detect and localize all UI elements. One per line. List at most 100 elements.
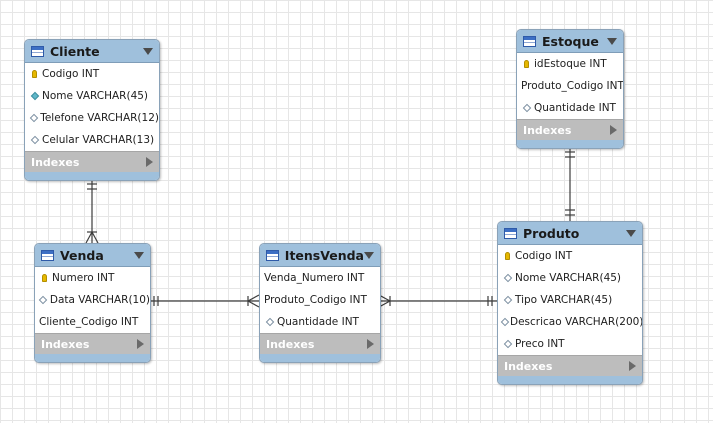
table-header[interactable]: Produto	[498, 222, 642, 245]
table-footer	[25, 172, 159, 180]
nullable-diamond-icon	[500, 317, 510, 327]
rel-itensvenda-produto[interactable]	[378, 294, 497, 308]
column-label: Data VARCHAR(10)	[49, 294, 150, 306]
expand-arrow-icon[interactable]	[610, 125, 617, 135]
collapse-arrow-icon[interactable]	[143, 47, 153, 55]
column-row[interactable]: Produto_Codigo INT	[517, 75, 623, 97]
table-venda[interactable]: Venda Numero INT Data VARCHAR(10) Client…	[34, 243, 151, 363]
collapse-arrow-icon[interactable]	[134, 251, 144, 259]
expand-arrow-icon[interactable]	[146, 157, 153, 167]
column-label: Tipo VARCHAR(45)	[515, 294, 613, 306]
table-title: Produto	[523, 225, 580, 241]
collapse-arrow-icon[interactable]	[626, 229, 636, 237]
column-label: Produto_Codigo INT	[521, 80, 624, 92]
table-icon	[41, 249, 54, 261]
indexes-section[interactable]: Indexes	[25, 151, 159, 172]
indexes-label: Indexes	[504, 359, 553, 373]
table-footer	[35, 354, 150, 362]
table-footer	[498, 376, 642, 384]
column-label: Preco INT	[515, 338, 565, 350]
nullable-diamond-icon	[265, 317, 274, 327]
primary-key-icon	[32, 70, 37, 78]
indexes-label: Indexes	[41, 337, 90, 351]
column-label: Quantidade INT	[534, 102, 616, 114]
table-header[interactable]: Estoque	[517, 30, 623, 53]
collapse-arrow-icon[interactable]	[607, 37, 617, 45]
nullable-diamond-icon	[503, 295, 512, 305]
column-row[interactable]: Codigo INT	[25, 63, 159, 85]
nullable-diamond-icon	[29, 113, 38, 123]
indexes-label: Indexes	[31, 155, 80, 169]
table-footer	[260, 354, 380, 362]
column-row[interactable]: Tipo VARCHAR(45)	[498, 289, 642, 311]
column-label: Numero INT	[52, 272, 115, 284]
column-row[interactable]: Data VARCHAR(10)	[35, 289, 150, 311]
expand-arrow-icon[interactable]	[629, 361, 636, 371]
indexes-label: Indexes	[523, 123, 572, 137]
indexes-section[interactable]: Indexes	[260, 333, 380, 354]
table-header[interactable]: Cliente	[25, 40, 159, 63]
column-row[interactable]: Quantidade INT	[517, 97, 623, 119]
primary-key-icon	[524, 60, 529, 68]
expand-arrow-icon[interactable]	[137, 339, 144, 349]
column-row[interactable]: Nome VARCHAR(45)	[498, 267, 642, 289]
expand-arrow-icon[interactable]	[367, 339, 374, 349]
table-icon	[523, 35, 536, 47]
indexes-section[interactable]: Indexes	[517, 119, 623, 140]
table-icon	[504, 227, 517, 239]
column-label: Celular VARCHAR(13)	[42, 134, 155, 146]
column-label: Cliente_Codigo INT	[39, 316, 139, 328]
nullable-diamond-icon	[503, 273, 512, 283]
column-label: Quantidade INT	[277, 316, 359, 328]
table-cliente[interactable]: Cliente Codigo INT Nome VARCHAR(45) Tele…	[24, 39, 160, 181]
table-itensvenda[interactable]: ItensVenda Venda_Numero INT Produto_Codi…	[259, 243, 381, 363]
table-header[interactable]: ItensVenda	[260, 244, 380, 267]
column-label: Nome VARCHAR(45)	[42, 90, 149, 102]
column-label: Nome VARCHAR(45)	[515, 272, 622, 284]
indexes-section[interactable]: Indexes	[35, 333, 150, 354]
table-estoque[interactable]: Estoque idEstoque INT Produto_Codigo INT…	[516, 29, 624, 149]
table-header[interactable]: Venda	[35, 244, 150, 267]
table-footer	[517, 140, 623, 148]
table-produto[interactable]: Produto Codigo INT Nome VARCHAR(45) Tipo…	[497, 221, 643, 385]
table-icon	[31, 45, 44, 57]
column-row[interactable]: Nome VARCHAR(45)	[25, 85, 159, 107]
column-label: Produto_Codigo INT	[264, 294, 367, 306]
column-label: Codigo INT	[515, 250, 573, 262]
column-label: Telefone VARCHAR(12)	[40, 112, 159, 124]
indexes-label: Indexes	[266, 337, 315, 351]
column-row[interactable]: Venda_Numero INT	[260, 267, 380, 289]
column-row[interactable]: Codigo INT	[498, 245, 642, 267]
column-row[interactable]: idEstoque INT	[517, 53, 623, 75]
table-title: ItensVenda	[284, 247, 364, 263]
rel-venda-itensvenda[interactable]	[149, 294, 260, 308]
not-null-diamond-icon	[30, 91, 39, 101]
nullable-diamond-icon	[39, 295, 48, 305]
column-row[interactable]: Cliente_Codigo INT	[35, 311, 150, 333]
column-row[interactable]: Descricao VARCHAR(200)	[498, 311, 642, 333]
primary-key-icon	[505, 252, 510, 260]
rel-cliente-venda[interactable]	[85, 180, 99, 244]
column-row[interactable]: Preco INT	[498, 333, 642, 355]
column-row[interactable]: Numero INT	[35, 267, 150, 289]
rel-estoque-produto[interactable]	[565, 148, 575, 221]
column-label: Venda_Numero INT	[264, 272, 365, 284]
primary-key-icon	[42, 274, 47, 282]
column-row[interactable]: Telefone VARCHAR(12)	[25, 107, 159, 129]
table-title: Estoque	[542, 33, 599, 49]
nullable-diamond-icon	[522, 103, 531, 113]
column-row[interactable]: Celular VARCHAR(13)	[25, 129, 159, 151]
collapse-arrow-icon[interactable]	[364, 251, 374, 259]
nullable-diamond-icon	[30, 135, 39, 145]
column-row[interactable]: Produto_Codigo INT	[260, 289, 380, 311]
column-label: idEstoque INT	[534, 58, 607, 70]
nullable-diamond-icon	[503, 339, 512, 349]
column-label: Descricao VARCHAR(200)	[510, 316, 643, 328]
indexes-section[interactable]: Indexes	[498, 355, 642, 376]
column-row[interactable]: Quantidade INT	[260, 311, 380, 333]
table-title: Cliente	[50, 43, 100, 59]
table-title: Venda	[60, 247, 104, 263]
table-icon	[266, 249, 279, 261]
